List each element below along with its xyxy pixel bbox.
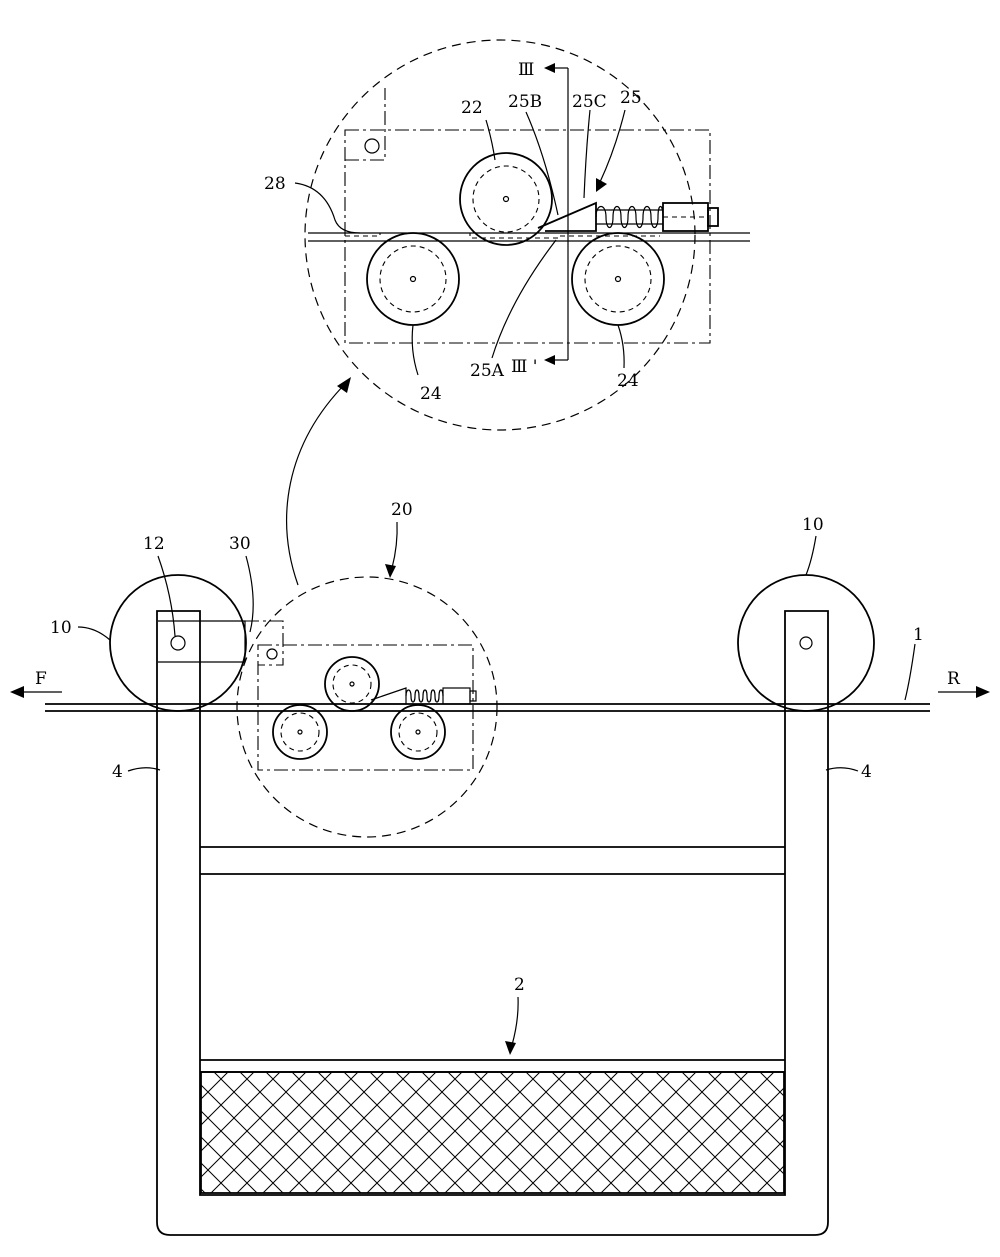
leader-10-right — [806, 536, 816, 575]
leader-25-arrow — [600, 110, 625, 182]
wheel-right — [738, 575, 874, 711]
detail-roller-22-inner — [473, 166, 539, 232]
leader-20 — [392, 522, 397, 568]
detail-roller-24-right-axle — [616, 277, 621, 282]
leader-4-right — [826, 768, 858, 771]
detail-roller-24-left-inner — [380, 246, 446, 312]
leader-25c — [584, 110, 590, 198]
leader-2 — [512, 997, 518, 1045]
leader-2-head — [505, 1041, 516, 1055]
leader-10-left — [78, 627, 110, 640]
detail-roller-22 — [460, 153, 552, 245]
pin-right — [800, 637, 812, 649]
leader-22 — [486, 120, 495, 160]
label-section-top: Ⅲ — [518, 60, 534, 80]
assembly-20-spring — [406, 690, 443, 702]
assembly-20-pin — [267, 649, 277, 659]
arrow-front-head — [10, 686, 24, 698]
detail-wedge-25 — [538, 203, 596, 231]
detail-bracket-30 — [345, 88, 385, 160]
basket-mesh — [201, 1072, 784, 1193]
assembly-20-roller-upper-inner — [333, 665, 371, 703]
label-4-right: 4 — [861, 762, 872, 782]
detail-pin-hole — [365, 139, 379, 153]
leader-24-right — [618, 325, 624, 368]
arrow-rear-head — [976, 686, 990, 698]
wheel-left — [110, 575, 246, 711]
label-2: 2 — [514, 975, 525, 995]
label-24-right: 24 — [617, 371, 639, 391]
detail-roller-24-left — [367, 233, 459, 325]
label-section-bottom: Ⅲ ' — [511, 357, 537, 377]
section-arrow-bottom-head — [544, 355, 555, 365]
leader-1 — [905, 644, 915, 700]
pin-12 — [171, 636, 185, 650]
label-25c: 25C — [572, 92, 607, 112]
assembly-20-roller-lower-right-inner — [399, 713, 437, 751]
label-10-right: 10 — [802, 515, 824, 535]
label-25a: 25A — [470, 361, 505, 381]
leader-12 — [158, 556, 175, 636]
leader-25a — [492, 240, 556, 358]
section-arrow-top-head — [544, 63, 555, 73]
assembly-20-actuator — [443, 688, 470, 704]
assembly-20-roller-lower-right-axle — [416, 730, 420, 734]
label-25: 25 — [620, 88, 642, 108]
detail-roller-24-right-inner — [585, 246, 651, 312]
detail-housing-outline — [345, 130, 710, 343]
detail-roller-24-left-axle — [411, 277, 416, 282]
assembly-20-roller-lower-left-inner — [281, 713, 319, 751]
leader-24-left — [412, 325, 418, 375]
label-12: 12 — [143, 534, 165, 554]
assembly-20-roller-upper-axle — [350, 682, 354, 686]
magnify-arrow — [287, 383, 346, 585]
label-r: R — [947, 669, 961, 689]
assembly-20-roller-lower-left-axle — [298, 730, 302, 734]
label-22: 22 — [461, 98, 483, 118]
leader-25b — [526, 112, 558, 215]
detail-view: Ⅲ 22 25B 25C 25 28 25A Ⅲ ' 24 24 — [264, 40, 750, 430]
label-24-left: 24 — [420, 384, 442, 404]
label-20: 20 — [391, 500, 413, 520]
detail-roller-24-right — [572, 233, 664, 325]
main-view: 20 10 12 30 10 1 F R 4 4 2 — [10, 500, 990, 1235]
label-10-left: 10 — [50, 618, 72, 638]
label-30: 30 — [229, 534, 251, 554]
label-28: 28 — [264, 174, 286, 194]
label-f: F — [35, 669, 47, 689]
leader-20-head — [385, 564, 396, 578]
label-4-left: 4 — [112, 762, 123, 782]
detail-roller-22-axle — [504, 197, 509, 202]
label-1: 1 — [913, 625, 924, 645]
label-25b: 25B — [508, 92, 542, 112]
leader-4-left — [128, 768, 160, 771]
